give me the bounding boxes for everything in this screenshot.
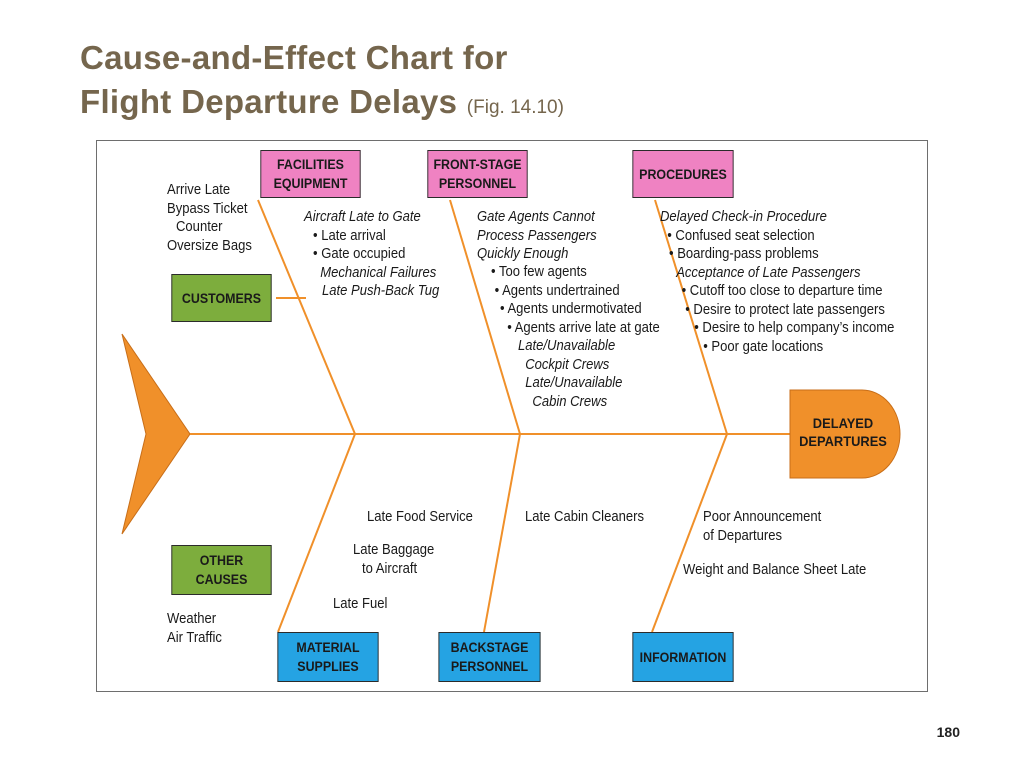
effect-label-line: DELAYED: [812, 415, 874, 431]
category-label: MATERIAL: [296, 640, 360, 655]
category-other-causes: OTHER CAUSES: [171, 545, 272, 595]
diagram-frame: [96, 140, 928, 692]
cause-item: • Agents undertrained: [494, 282, 620, 299]
figure-reference: (Fig. 14.10): [466, 97, 564, 118]
cause-item: Late Baggage: [353, 542, 435, 558]
cause-heading: Quickly Enough: [477, 246, 569, 262]
category-customers: CUSTOMERS: [171, 274, 272, 322]
cause-heading: Aircraft Late to Gate: [304, 209, 421, 225]
page-title: Cause-and-Effect Chart for Flight Depart…: [80, 36, 564, 130]
material-cause-baggage: Late Baggage to Aircraft: [353, 541, 434, 578]
cause-item: Counter: [176, 219, 223, 235]
bone-facilities: [257, 199, 356, 435]
cause-item: • Agents undermotivated: [500, 301, 642, 317]
cause-item: • Agents arrive late at gate: [507, 319, 660, 336]
effect-label: DELAYED DEPARTURES: [794, 414, 892, 450]
cause-heading: Late/Unavailable: [525, 375, 623, 391]
category-front-stage-personnel: FRONT-STAGE PERSONNEL: [427, 150, 528, 198]
cause-item: Arrive Late: [167, 182, 231, 198]
title-line-1: Cause-and-Effect Chart for: [80, 39, 508, 76]
category-procedures: PROCEDURES: [632, 150, 734, 198]
cause-heading: Cabin Crews: [532, 393, 608, 410]
category-information: INFORMATION: [632, 632, 734, 682]
effect-label-line: DEPARTURES: [799, 433, 887, 449]
cause-item: • Gate occupied: [313, 246, 406, 262]
bone-backstage: [483, 433, 521, 633]
category-label: PROCEDURES: [639, 166, 727, 182]
procedures-causes: Delayed Check-in Procedure • Confused se…: [660, 208, 894, 356]
category-label: OTHER: [199, 553, 244, 568]
category-label: INFORMATION: [639, 649, 727, 665]
cause-heading: Gate Agents Cannot: [477, 209, 595, 225]
cause-item: • Boarding-pass problems: [669, 246, 819, 262]
cause-heading: Delayed Check-in Procedure: [660, 209, 827, 225]
cause-item: • Cutoff too close to departure time: [681, 283, 883, 299]
cause-item: Oversize Bags: [167, 237, 252, 254]
backstage-cause-cleaners: Late Cabin Cleaners: [525, 509, 644, 525]
other-causes-list: Weather Air Traffic: [167, 610, 222, 647]
cause-item: • Late arrival: [313, 227, 386, 244]
cause-heading: Mechanical Failures: [320, 264, 437, 281]
category-label: BACKSTAGE: [450, 640, 529, 655]
information-cause-weight-balance: Weight and Balance Sheet Late: [683, 562, 867, 578]
cause-heading: Acceptance of Late Passengers: [676, 264, 861, 281]
cause-item: Bypass Ticket: [167, 200, 248, 217]
front-stage-causes: Gate Agents Cannot Process Passengers Qu…: [477, 208, 597, 264]
cause-heading: Cockpit Crews: [525, 356, 610, 373]
cause-item: • Too few agents: [491, 264, 587, 280]
category-material-supplies: MATERIAL SUPPLIES: [277, 632, 379, 682]
cause-item: • Poor gate locations: [703, 338, 824, 355]
customers-causes: Arrive Late Bypass Ticket Counter Oversi…: [167, 181, 252, 255]
cause-item: to Aircraft: [362, 560, 418, 577]
bone-front-stage: [449, 199, 521, 435]
bone-procedures: [654, 199, 728, 435]
category-label: SUPPLIES: [297, 659, 359, 674]
cause-item: Poor Announcement: [703, 509, 822, 525]
cause-item: • Confused seat selection: [667, 227, 815, 244]
cause-item: Air Traffic: [167, 629, 222, 646]
fish-tail: [121, 333, 191, 535]
information-cause-announcement: Poor Announcement of Departures: [703, 508, 821, 545]
facilities-causes: Aircraft Late to Gate • Late arrival • G…: [304, 208, 439, 301]
cause-item: Weather: [167, 611, 217, 627]
category-backstage-personnel: BACKSTAGE PERSONNEL: [438, 632, 541, 682]
bone-material: [277, 433, 356, 633]
category-label: FRONT-STAGE: [433, 157, 522, 172]
cause-heading: Late/Unavailable: [518, 338, 616, 354]
page-number: 180: [936, 724, 960, 740]
cause-item: • Desire to protect late passengers: [685, 301, 885, 318]
cause-item: of Departures: [703, 527, 783, 544]
category-facilities-equipment: FACILITIES EQUIPMENT: [260, 150, 361, 198]
category-label: PERSONNEL: [438, 176, 517, 191]
category-label: EQUIPMENT: [273, 176, 348, 191]
cause-heading: Process Passengers: [477, 227, 597, 244]
bone-information: [651, 433, 728, 633]
cause-item: • Desire to help company’s income: [694, 320, 895, 336]
category-label: CAUSES: [195, 572, 248, 587]
category-label: PERSONNEL: [450, 659, 529, 674]
front-stage-items: • Too few agents • Agents undertrained •…: [491, 263, 660, 411]
fish-head: [789, 389, 901, 479]
material-cause-fuel: Late Fuel: [333, 596, 388, 612]
category-label: CUSTOMERS: [181, 290, 262, 306]
title-line-2: Flight Departure Delays: [80, 83, 458, 120]
material-cause-food: Late Food Service: [367, 509, 473, 525]
cause-heading: Late Push-Back Tug: [322, 283, 440, 299]
category-label: FACILITIES: [277, 157, 344, 172]
